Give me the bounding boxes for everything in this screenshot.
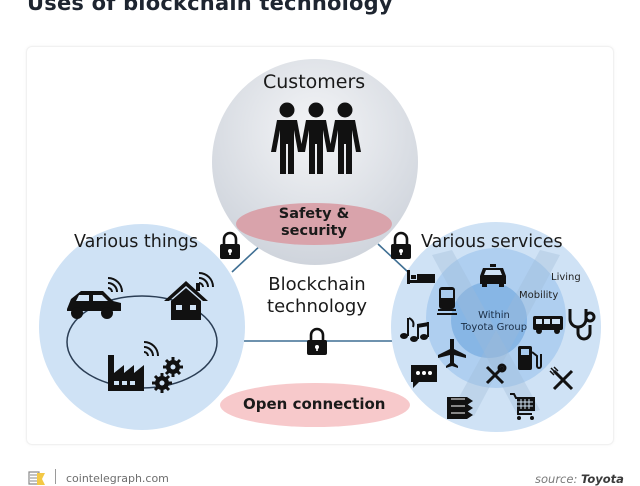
source-prefix: source: — [535, 472, 578, 486]
tools-icon — [485, 363, 507, 385]
music-icon — [400, 317, 429, 342]
gears-icon — [152, 357, 183, 393]
footer-separator — [55, 469, 56, 484]
lock-icon — [391, 231, 411, 259]
bed-icon — [407, 270, 435, 284]
center-label-line2: technology — [267, 296, 367, 317]
open-connection-label: Open connection — [243, 395, 386, 413]
footer-source: source: Toyota — [535, 472, 624, 486]
fuel-pump-icon — [518, 346, 542, 370]
ring-within-group — [451, 282, 527, 358]
train-icon — [437, 287, 457, 315]
ring-within-group-label: Within Toyota Group — [459, 310, 529, 334]
cointelegraph-logo-icon — [28, 471, 45, 485]
things-circle — [39, 224, 245, 430]
open-connection-ellipse — [220, 383, 410, 427]
customers-label: Customers — [263, 71, 366, 93]
ring-within-line2: Toyota Group — [460, 322, 528, 333]
customers-people-icon — [271, 102, 361, 174]
things-label: Various things — [74, 232, 199, 252]
services-label: Various services — [421, 232, 563, 252]
shopping-cart-icon — [510, 393, 535, 420]
page-title: Uses of blockchain technology — [27, 0, 393, 15]
lock-icon — [307, 327, 327, 355]
services-circle — [391, 222, 601, 432]
car-icon — [67, 291, 121, 319]
taxi-icon — [480, 264, 506, 287]
fork-knife-icon — [549, 366, 574, 391]
connector-things-customers — [231, 243, 263, 273]
wifi-icon — [107, 277, 123, 293]
lock-icon — [220, 231, 240, 259]
ring-living-label: Living — [551, 272, 581, 283]
footer-domain-link[interactable]: cointelegraph.com — [66, 472, 169, 485]
wifi-icon — [198, 272, 214, 288]
bus-icon — [533, 316, 563, 334]
safety-label: Safety & security — [276, 206, 352, 240]
ring-mobility-label: Mobility — [519, 290, 559, 301]
safety-ellipse — [236, 203, 392, 245]
factory-icon — [108, 355, 144, 391]
safety-label-line2: security — [281, 223, 347, 239]
airplane-icon — [438, 339, 466, 368]
source-name: Toyota — [580, 472, 624, 486]
center-label: Blockchain technology — [258, 274, 376, 318]
ring-within-line1: Within — [478, 310, 510, 321]
house-icon — [164, 281, 208, 320]
chat-icon — [411, 365, 437, 388]
safety-label-line1: Safety & — [278, 206, 350, 222]
stethoscope-icon — [568, 309, 596, 341]
wifi-icon — [143, 341, 159, 357]
center-label-line1: Blockchain — [268, 274, 366, 295]
books-icon — [447, 397, 473, 419]
